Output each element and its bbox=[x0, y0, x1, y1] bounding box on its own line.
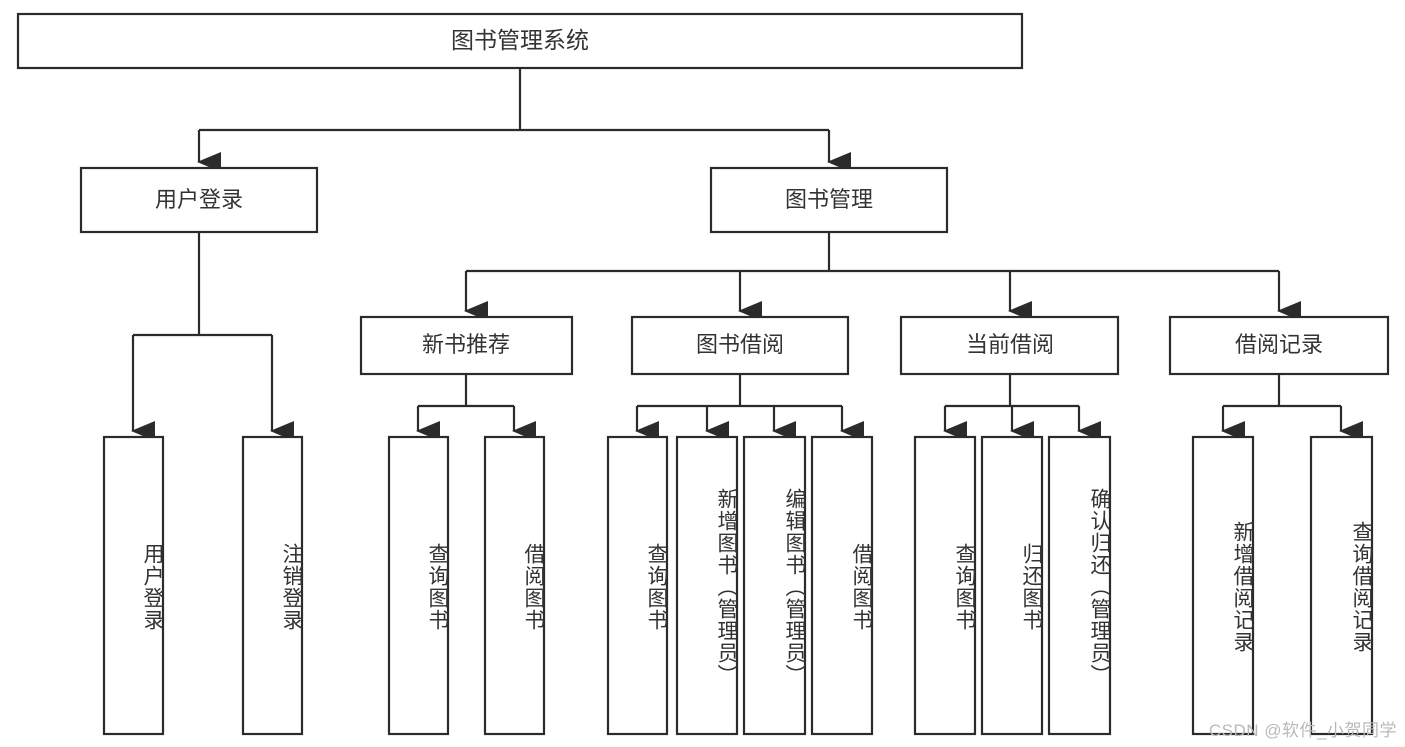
node-current-borrow-box[interactable] bbox=[899, 315, 1120, 376]
node-user-login[interactable]: 用户登录 bbox=[79, 166, 319, 234]
node-new-book-box[interactable] bbox=[359, 315, 574, 376]
leaf-box-return-book[interactable] bbox=[980, 435, 1044, 736]
leaf-box-confirm-return[interactable] bbox=[1047, 435, 1112, 736]
leaf-box-query-book-b[interactable] bbox=[606, 435, 669, 736]
leaf-box-query-book-c[interactable] bbox=[913, 435, 977, 736]
leaf-box-borrow-book-b[interactable] bbox=[810, 435, 874, 736]
node-book-borrow-box[interactable] bbox=[630, 315, 850, 376]
node-user-login-label: 用户登录 bbox=[155, 187, 243, 212]
node-root-label: 图书管理系统 bbox=[451, 27, 589, 53]
node-book-borrow[interactable]: 图书借阅 bbox=[630, 315, 850, 376]
leaf-box-borrow-book-a[interactable] bbox=[483, 435, 546, 736]
csdn-watermark: CSDN @软件_小贺同学 bbox=[1208, 721, 1397, 740]
node-new-book[interactable]: 新书推荐 bbox=[359, 315, 574, 376]
node-book-manage-box[interactable] bbox=[709, 166, 949, 234]
connector-new-book-to-leaves bbox=[415, 374, 537, 442]
connector-root-to-level1 bbox=[196, 68, 852, 173]
leaf-box-add-record[interactable] bbox=[1191, 435, 1255, 736]
connector-current-to-leaves bbox=[942, 374, 1102, 442]
leaf-box-query-record[interactable] bbox=[1309, 435, 1374, 736]
leaf-box-query-book-a[interactable] bbox=[387, 435, 450, 736]
node-current-borrow[interactable]: 当前借阅 bbox=[899, 315, 1120, 376]
connector-book-manage-to-level2 bbox=[463, 232, 1302, 322]
node-borrow-record-label: 借阅记录 bbox=[1235, 332, 1323, 357]
node-book-manage-label: 图书管理 bbox=[785, 187, 873, 212]
node-book-manage[interactable]: 图书管理 bbox=[709, 166, 949, 234]
node-new-book-label: 新书推荐 bbox=[422, 332, 510, 357]
leaf-box-edit-book[interactable] bbox=[742, 435, 807, 736]
node-borrow-record-box[interactable] bbox=[1168, 315, 1390, 376]
connector-user-login-to-leaves bbox=[130, 232, 295, 442]
leaf-box-add-book[interactable] bbox=[675, 435, 739, 736]
node-root[interactable]: 图书管理系统 bbox=[16, 12, 1024, 70]
leaf-box-logout[interactable] bbox=[241, 435, 304, 736]
connector-borrow-to-leaves bbox=[634, 374, 865, 442]
node-user-login-box[interactable] bbox=[79, 166, 319, 234]
leaf-box-user-login[interactable] bbox=[102, 435, 165, 736]
node-root-box[interactable] bbox=[16, 12, 1024, 70]
node-borrow-record[interactable]: 借阅记录 bbox=[1168, 315, 1390, 376]
node-book-borrow-label: 图书借阅 bbox=[696, 332, 784, 357]
node-current-borrow-label: 当前借阅 bbox=[966, 332, 1054, 357]
connector-record-to-leaves bbox=[1220, 374, 1364, 442]
